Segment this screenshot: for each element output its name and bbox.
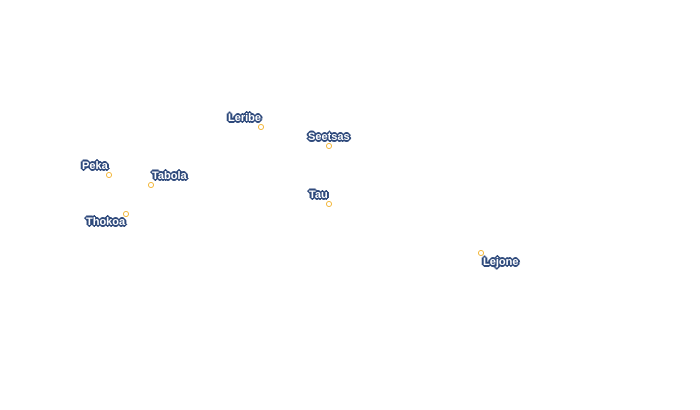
place-marker-icon[interactable] [123,211,129,217]
place-marker-icon[interactable] [326,201,332,207]
place-label-lejone: Lejone [483,256,519,268]
place-marker-icon[interactable] [326,143,332,149]
place-marker-icon[interactable] [258,124,264,130]
place-label-seetsas: Seetsas [308,131,350,143]
place-label-tau: Tau [309,189,328,201]
place-label-leribe: Leribe [228,112,262,124]
place-label-thokoa: Thokoa [86,216,126,228]
place-marker-icon[interactable] [148,182,154,188]
place-marker-icon[interactable] [106,172,112,178]
place-marker-icon[interactable] [478,250,484,256]
place-label-peka: Peka [82,160,108,172]
place-label-tabola: Tabola [152,170,187,182]
